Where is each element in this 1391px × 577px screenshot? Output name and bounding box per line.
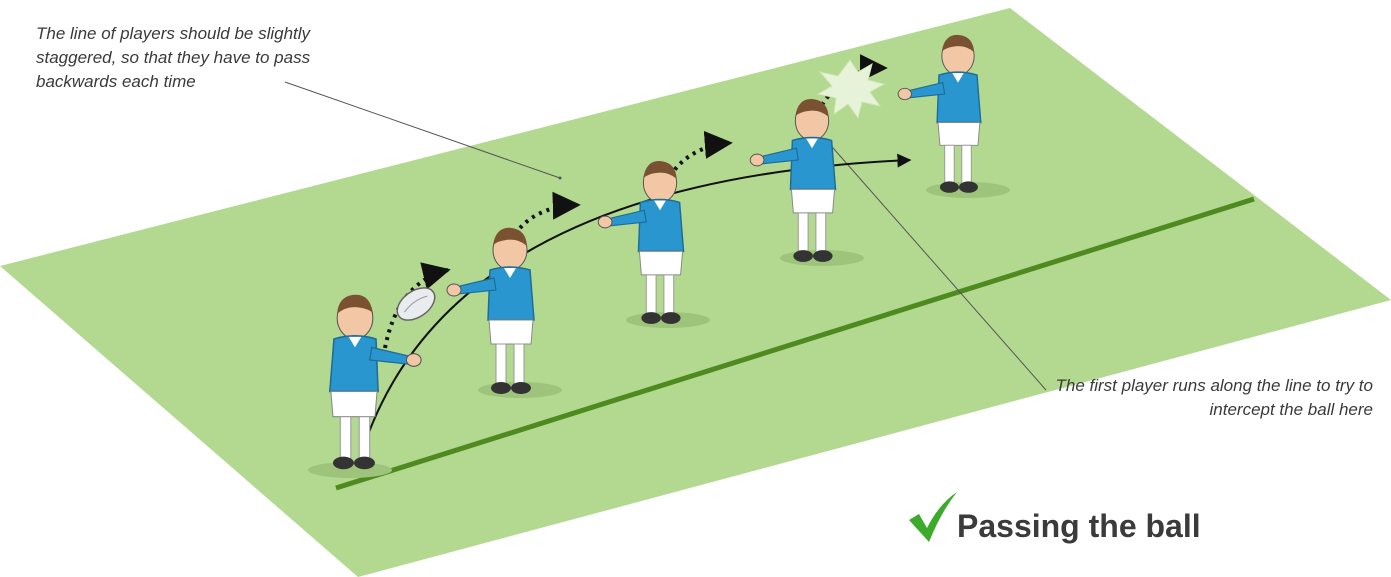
title-block: Passing the ball: [905, 490, 1265, 550]
annotation-staggered-line: The line of players should be slightly s…: [36, 22, 376, 94]
checkmark-icon: [905, 490, 961, 546]
page-title: Passing the ball: [957, 508, 1201, 545]
annotation-intercept: The first player runs along the line to …: [1033, 374, 1373, 422]
